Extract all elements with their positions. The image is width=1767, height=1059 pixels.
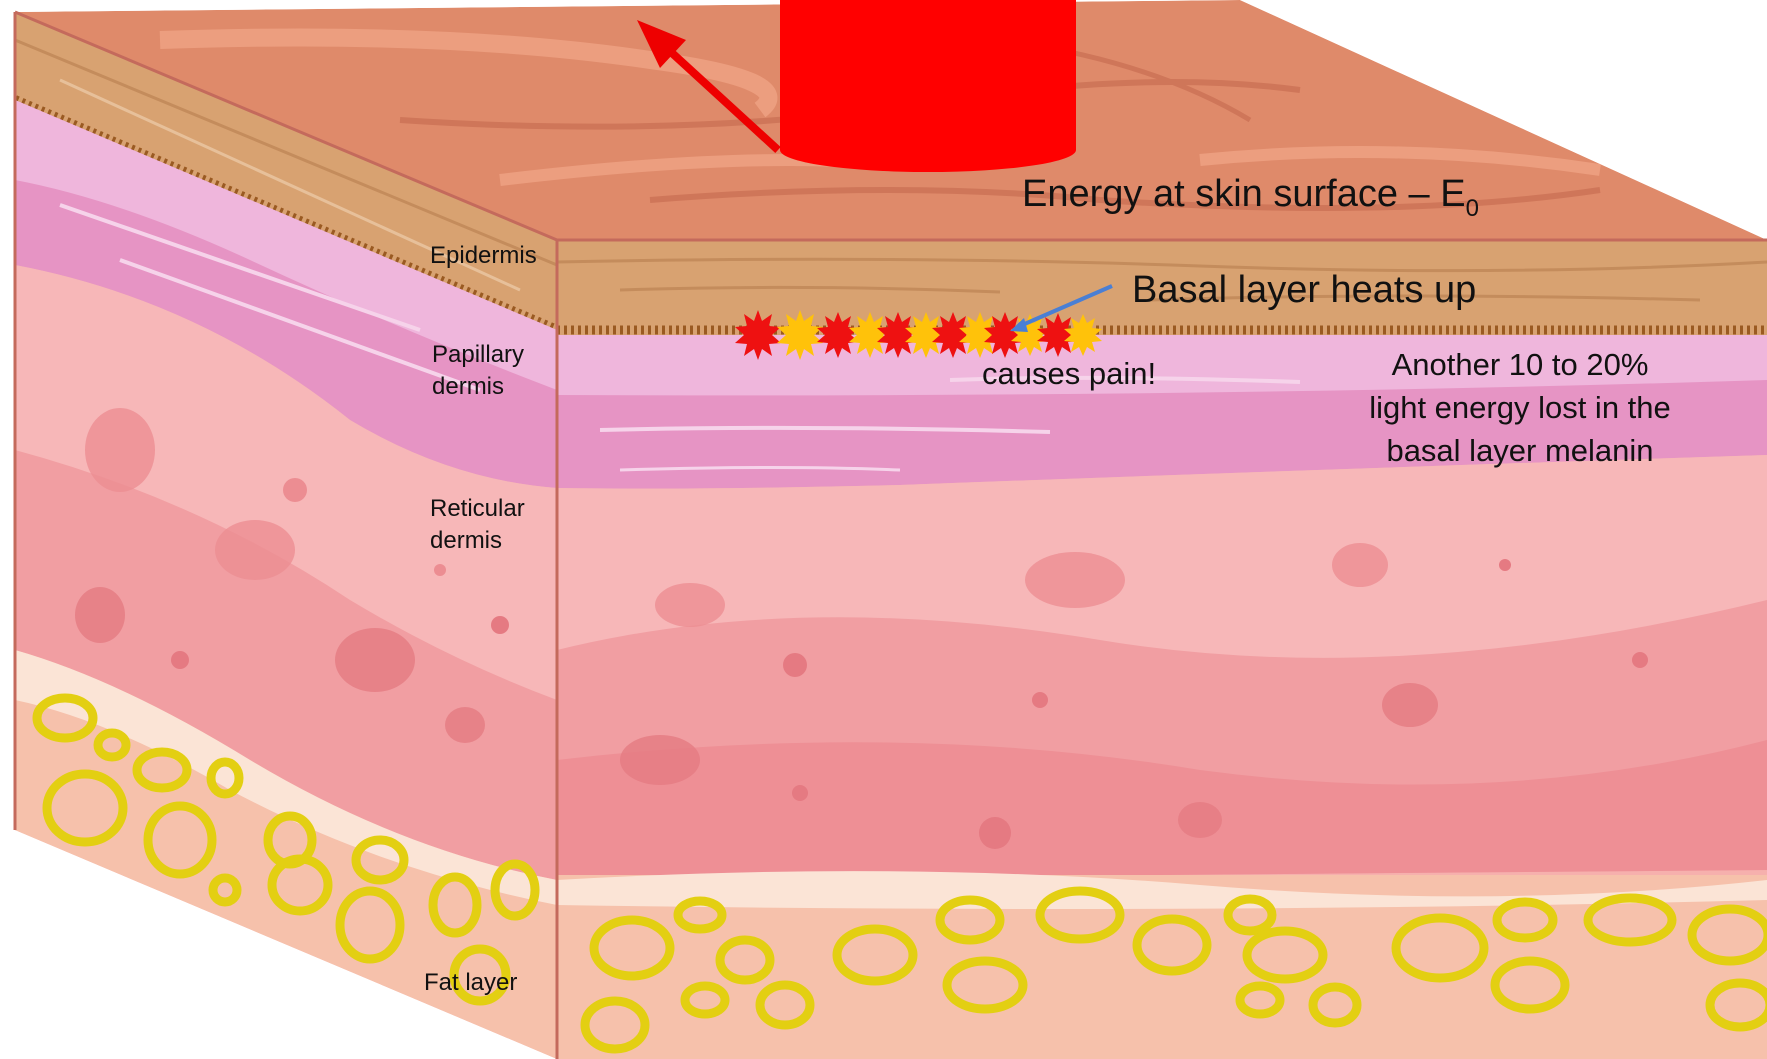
energy-loss-line-2: light energy lost in the — [1369, 390, 1671, 425]
label-reticular-line-2: dermis — [430, 527, 502, 554]
light-beam — [780, 0, 1076, 172]
pain-label: causes pain! — [982, 356, 1156, 391]
energy-loss-line-3: basal layer melanin — [1386, 433, 1653, 468]
label-papillary-line-2: dermis — [432, 373, 504, 400]
label-papillary-line-1: Papillary — [432, 341, 524, 368]
label-epidermis: Epidermis — [430, 242, 537, 269]
basal-heat-label: Basal layer heats up — [1132, 269, 1476, 311]
label-reticular-line-1: Reticular — [430, 495, 525, 522]
energy-surface-label: Energy at skin surface – E0 — [1022, 173, 1479, 222]
energy-loss-line-1: Another 10 to 20% — [1392, 347, 1649, 382]
label-fat-layer: Fat layer — [424, 969, 517, 996]
